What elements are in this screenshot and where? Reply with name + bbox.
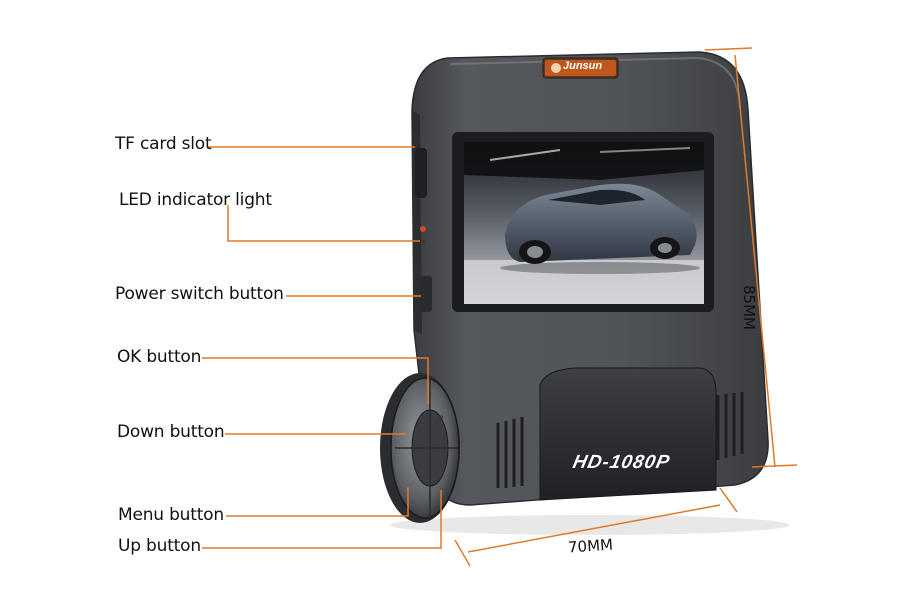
leader-up-button bbox=[202, 490, 442, 549]
display-screen bbox=[464, 142, 704, 304]
width-dimension-label: 70MM bbox=[567, 535, 614, 557]
label-ok-button: OK button bbox=[117, 347, 202, 367]
label-up-button: Up button bbox=[118, 536, 201, 556]
power-switch-key bbox=[420, 276, 432, 312]
label-power-switch: Power switch button bbox=[115, 284, 284, 304]
label-down-button: Down button bbox=[117, 422, 225, 442]
car-image bbox=[505, 183, 697, 262]
height-dimension-label: 85MM bbox=[740, 285, 758, 330]
brand-name: Junsun bbox=[563, 60, 603, 72]
leader-led-indicator bbox=[227, 205, 420, 242]
height-dimension-line bbox=[734, 54, 776, 468]
width-dimension-line bbox=[467, 504, 721, 553]
svg-text:⌃: ⌃ bbox=[433, 413, 444, 422]
lens-housing bbox=[539, 367, 717, 501]
tf-card-slot-slot bbox=[415, 148, 427, 198]
label-tf-card-slot: TF card slot bbox=[115, 134, 212, 154]
label-menu-button: Menu button bbox=[118, 505, 224, 525]
device-shadow bbox=[390, 515, 790, 535]
label-led-indicator: LED indicator light bbox=[119, 190, 272, 210]
leader-menu-button bbox=[226, 487, 409, 517]
control-dial: ⌃ bbox=[380, 373, 460, 523]
leader-ok-button bbox=[202, 357, 429, 404]
brand-badge bbox=[542, 57, 619, 79]
led-dot bbox=[420, 226, 426, 232]
vent-right bbox=[716, 392, 744, 460]
vent-left bbox=[496, 417, 524, 488]
